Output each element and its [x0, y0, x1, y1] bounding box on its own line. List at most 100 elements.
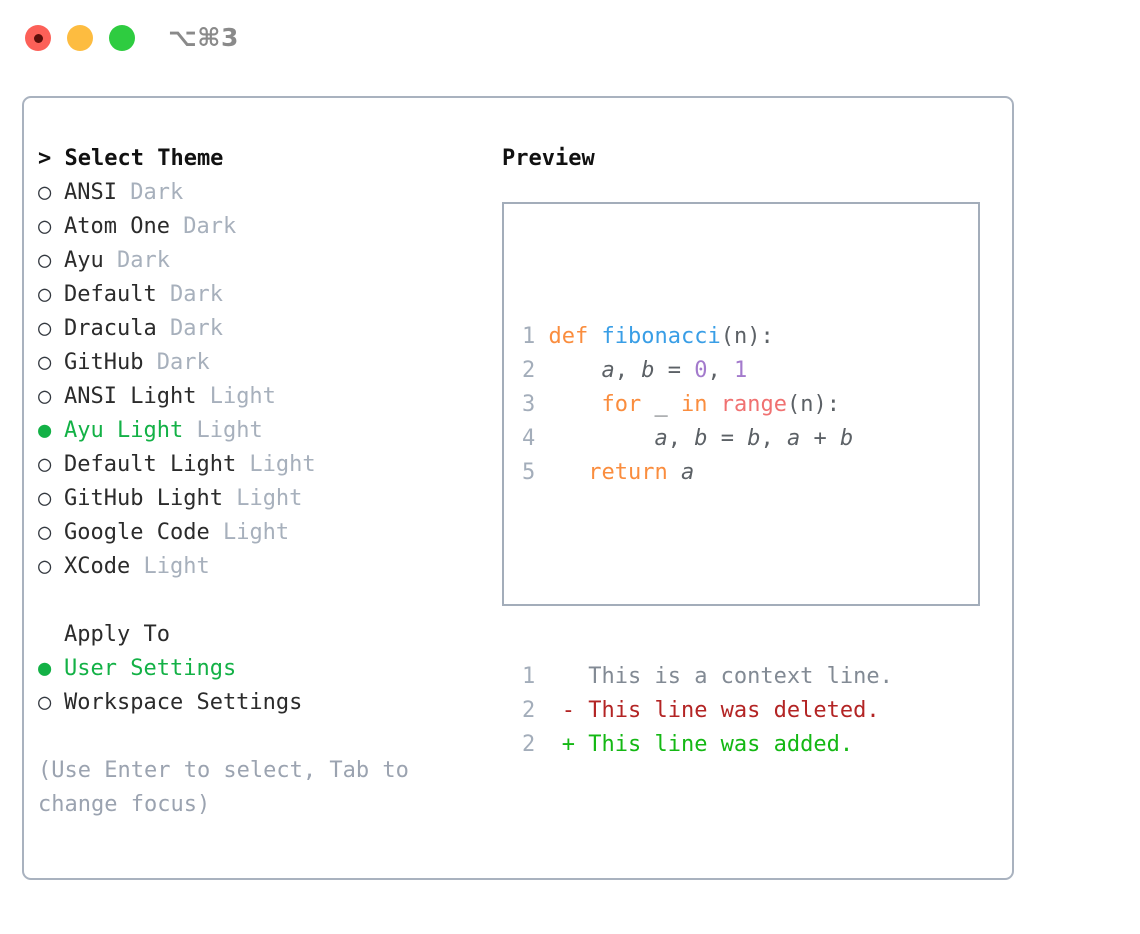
- theme-variant-tag: Light: [236, 452, 316, 477]
- minimize-button[interactable]: [67, 25, 93, 51]
- theme-option-github-light[interactable]: ○GitHub Light Light: [38, 482, 488, 516]
- code-token-punct: (n):: [786, 392, 840, 417]
- radio-unselected-icon: ○: [38, 520, 52, 545]
- theme-option-default-light[interactable]: ○ Default Light Light: [38, 448, 488, 482]
- theme-option-label: Dracula: [64, 316, 157, 341]
- theme-option-label: XCode: [64, 554, 131, 579]
- diff-line-number: 2: [522, 698, 536, 723]
- code-line-number: 3: [522, 392, 536, 417]
- theme-variant-tag: Light: [130, 554, 210, 579]
- theme-option-google-code[interactable]: ○ Google Code Light: [38, 516, 488, 550]
- theme-option-default[interactable]: ○ Default Dark: [38, 278, 488, 312]
- code-token-var: a: [786, 426, 801, 451]
- apply-to-header: Apply To: [38, 618, 488, 652]
- theme-option-label: ANSI: [64, 180, 117, 205]
- code-gutter-space: [535, 426, 548, 451]
- maximize-button[interactable]: [109, 25, 135, 51]
- code-token-plain: [707, 392, 720, 417]
- theme-variant-tag: Dark: [116, 180, 184, 205]
- code-token-plain: [549, 392, 602, 417]
- keyboard-shortcut-label: ⌥⌘3: [168, 23, 239, 52]
- traffic-lights: [25, 25, 135, 51]
- diff-line-add: 2 + This line was added.: [522, 728, 893, 762]
- radio-selected-icon: ●: [38, 418, 52, 443]
- theme-option-label: GitHub: [64, 350, 144, 375]
- preview-header: Preview: [502, 146, 595, 171]
- diff-line-ctx: 1 This is a context line.: [522, 660, 893, 694]
- diff-line-text: This is a context line.: [588, 664, 893, 689]
- theme-option-label: Ayu Light: [64, 418, 184, 443]
- radio-unselected-icon: ○: [38, 180, 52, 205]
- radio-unselected-icon: ○: [38, 316, 52, 341]
- code-token-kw: def: [548, 324, 602, 349]
- code-token-punct: ,: [760, 426, 787, 451]
- theme-option-dracula[interactable]: ○ Dracula Dark: [38, 312, 488, 346]
- code-token-var: b: [694, 426, 708, 451]
- code-token-num: 1: [733, 358, 748, 383]
- theme-option-label: Default: [64, 282, 157, 307]
- theme-option-label: ANSI Light: [64, 384, 197, 409]
- apply-to-option-user-settings[interactable]: ● User Settings: [38, 652, 488, 686]
- theme-option-label: Default Light: [64, 452, 237, 477]
- theme-option-label: Google Code: [64, 520, 210, 545]
- code-gutter-space: [535, 392, 548, 417]
- code-token-punct: ,: [667, 426, 695, 451]
- theme-option-label: GitHub Light: [64, 486, 223, 511]
- theme-option-xcode[interactable]: ○ XCode Light: [38, 550, 488, 584]
- close-button[interactable]: [25, 25, 51, 51]
- apply-to-option-label: User Settings: [64, 656, 237, 681]
- code-line-number: 1: [522, 324, 536, 349]
- theme-option-ansi-light[interactable]: ○ANSI Light Light: [38, 380, 488, 414]
- theme-variant-tag: Light: [209, 520, 290, 545]
- theme-option-atom-one[interactable]: ○Atom One Dark: [38, 210, 488, 244]
- section-spacer: [38, 584, 488, 618]
- theme-option-ayu[interactable]: ○Ayu Dark: [38, 244, 488, 278]
- code-token-punct: =: [654, 358, 695, 383]
- theme-variant-tag: Dark: [156, 282, 223, 307]
- radio-unselected-icon: ○: [38, 214, 52, 239]
- preview-column: Preview: [502, 142, 1002, 176]
- code-token-var: b: [747, 426, 761, 451]
- code-token-kw: return: [588, 460, 668, 485]
- apply-to-list: ● User Settings ○Workspace Settings: [38, 652, 488, 720]
- code-token-punct: _: [641, 392, 681, 417]
- code-line: 2 a, b = 0, 1: [522, 354, 893, 388]
- radio-unselected-icon: ○: [38, 554, 52, 579]
- theme-option-github[interactable]: ○GitHub Dark: [38, 346, 488, 380]
- code-token-var: a: [680, 460, 695, 485]
- theme-option-ayu-light[interactable]: ● Ayu Light Light: [38, 414, 488, 448]
- theme-option-ansi[interactable]: ○ ANSI Dark: [38, 176, 488, 210]
- radio-unselected-icon: ○: [38, 486, 52, 511]
- hint-spacer: [38, 720, 488, 754]
- code-token-plain: [549, 358, 602, 383]
- code-diff-gap: [522, 558, 893, 592]
- main-panel: > Select Theme ○ANSI Dark○Atom One Dark○…: [22, 96, 1014, 880]
- code-line: 1 def fibonacci(n):: [522, 320, 893, 354]
- code-token-plain: [549, 460, 589, 485]
- code-token-var: b: [839, 426, 854, 451]
- code-line-number: 4: [522, 426, 536, 451]
- diff-marker: [535, 664, 588, 689]
- radio-unselected-icon: ○: [38, 282, 52, 307]
- radio-unselected-icon: ○: [38, 452, 52, 477]
- code-line: 5 return a: [522, 456, 893, 490]
- code-token-kw: in: [680, 392, 708, 417]
- code-gutter-space: [535, 358, 548, 383]
- keyboard-hint: (Use Enter to select, Tab to change focu…: [38, 758, 423, 817]
- radio-selected-icon: ●: [38, 656, 52, 681]
- code-token-punct: ,: [707, 358, 734, 383]
- diff-line-del: 2 - This line was deleted.: [522, 694, 893, 728]
- code-gutter-space: [535, 460, 548, 485]
- code-token-call: range: [720, 392, 787, 417]
- code-token-kw: for: [601, 392, 642, 417]
- diff-line-number: 1: [522, 664, 536, 689]
- theme-variant-tag: Dark: [156, 316, 223, 341]
- select-theme-header: > Select Theme: [38, 146, 224, 171]
- radio-unselected-icon: ○: [38, 248, 52, 273]
- diff-marker: -: [535, 698, 589, 723]
- theme-variant-tag: Light: [183, 418, 263, 443]
- code-token-fn: fibonacci: [601, 324, 721, 349]
- apply-to-option-workspace-settings[interactable]: ○Workspace Settings: [38, 686, 488, 720]
- code-line: 4 a, b = b, a + b: [522, 422, 893, 456]
